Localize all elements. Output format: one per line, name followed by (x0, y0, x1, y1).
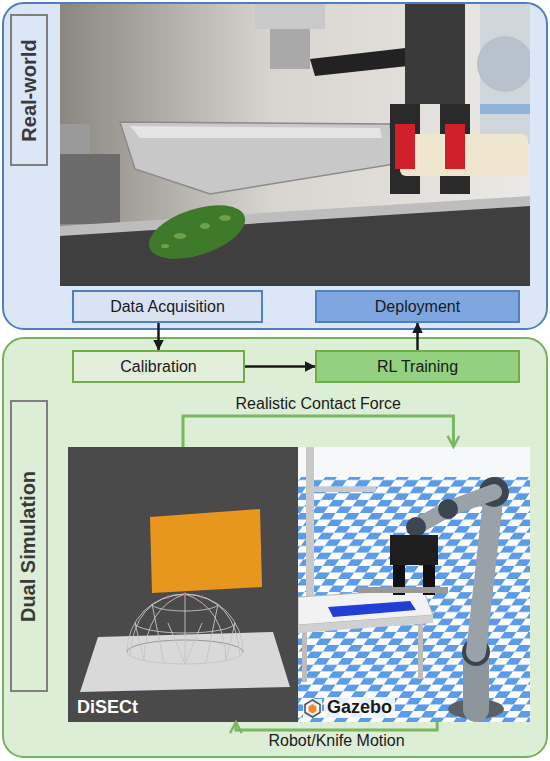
disect-render-part (135, 604, 235, 664)
disect-render (68, 447, 298, 722)
box-label: Deployment (375, 298, 460, 316)
robot-photo-part (142, 195, 251, 270)
flow-arrow (245, 365, 315, 368)
box-label: Calibration (120, 358, 196, 376)
robot-photo (60, 4, 530, 286)
simulator-panel: Gazebo (298, 447, 530, 722)
robot-photo-part (120, 122, 395, 194)
flow-arrow (416, 323, 419, 350)
robot-photo-part (60, 4, 530, 286)
box-label: Data Acquisition (110, 298, 225, 316)
box-text-holder: Deployment (317, 292, 518, 321)
region-panel: Data Acquisition Deployment Real-world (2, 2, 548, 330)
gazebo-render-part (406, 517, 426, 537)
process-box: Data Acquisition (72, 290, 263, 323)
gazebo-render-part (418, 619, 423, 679)
simulator-label-holder: DiSECt (74, 697, 141, 718)
gazebo-render-part (305, 700, 320, 717)
gazebo-render-part (298, 447, 530, 722)
robot-photo-part (477, 36, 530, 92)
region-panel: Calibration RL Training DiSECt (2, 337, 548, 758)
robot-photo-part (130, 126, 382, 138)
gazebo-render-part (303, 699, 322, 718)
disect-render-part (167, 592, 204, 598)
edge-label-holder: Realistic Contact Force (236, 395, 401, 413)
edge-label-holder: Robot/Knife Motion (269, 732, 405, 750)
gazebo-render (298, 447, 530, 722)
panel-title: Dual Simulation (18, 470, 41, 621)
process-box: Calibration (72, 350, 245, 383)
robot-photo-part (60, 154, 120, 224)
gazebo-render-part (306, 487, 376, 492)
disect-render-part (167, 596, 170, 599)
robot-photo-part (219, 215, 231, 221)
disect-render-part (127, 594, 243, 664)
simulator-name: Gazebo (324, 697, 395, 718)
robot-photo-part (270, 29, 310, 69)
box-label: RL Training (377, 358, 458, 376)
robot-photo-part (395, 124, 415, 169)
robot-photo-part (255, 4, 325, 29)
robot-photo-part (445, 124, 465, 169)
panel-label-box: Real-world (10, 14, 48, 166)
robot-photo-part (405, 4, 465, 104)
disect-render-part (68, 447, 298, 722)
robot-photo-part (480, 104, 530, 114)
disect-render-part (185, 594, 240, 656)
flow-arrow (157, 323, 160, 350)
gazebo-render-part (328, 601, 416, 617)
simulator-name: DiSECt (74, 697, 141, 718)
box-text-holder: RL Training (317, 352, 518, 381)
box-text-holder: Data Acquisition (74, 292, 261, 321)
gazebo-render-part (309, 704, 317, 714)
disect-render-part (183, 592, 186, 595)
disect-render-part (150, 509, 262, 593)
robot-photo-part (161, 244, 169, 248)
robot-photo-part (174, 233, 186, 239)
gazebo-render-part (303, 699, 322, 718)
robot-photo-part (60, 196, 530, 236)
panel-label-box: Dual Simulation (10, 400, 48, 692)
gazebo-render-part (358, 587, 448, 593)
disect-render-part (201, 596, 204, 599)
robot-photo-part (200, 223, 210, 229)
simulator-label-holder: Gazebo (324, 697, 395, 718)
box-text-holder: Calibration (74, 352, 243, 381)
gazebo-render-part (438, 499, 458, 519)
disect-render-part (130, 594, 185, 656)
edge-label: Realistic Contact Force (236, 395, 401, 413)
process-box: Deployment (315, 290, 520, 323)
gazebo-render-part (416, 492, 494, 527)
gazebo-render-part (298, 477, 530, 722)
edge-label: Robot/Knife Motion (269, 732, 405, 750)
flow-arrow (183, 416, 453, 447)
connector-layer-part (159, 323, 454, 730)
gazebo-render-part (298, 615, 433, 633)
panel-title: Real-world (18, 39, 41, 141)
gazebo-render-part (390, 535, 438, 565)
gazebo-render-part (476, 492, 494, 652)
simulator-panel: DiSECt (68, 447, 298, 722)
gazebo-render-part (302, 627, 307, 682)
disect-render-part (185, 594, 186, 664)
process-box: RL Training (315, 350, 520, 383)
flow-arrow (236, 722, 437, 730)
